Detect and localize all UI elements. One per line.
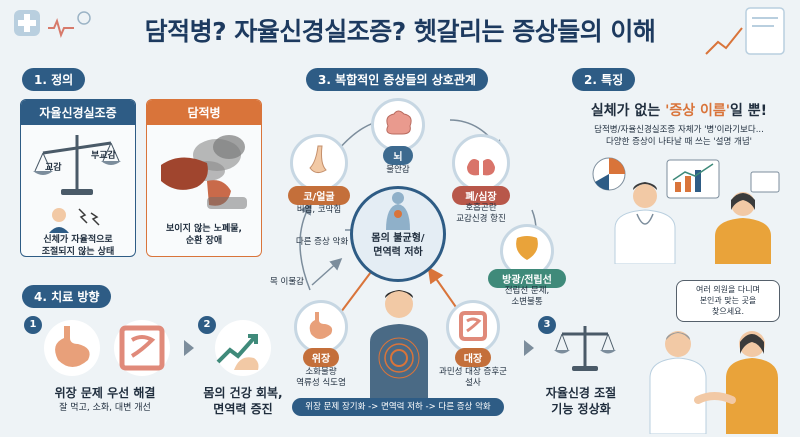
card-autonomic-desc-1: 신체가 자율적으로	[43, 235, 113, 245]
step1-title: 위장 문제 우선 해결	[54, 386, 156, 400]
nose-tag: 코/얼굴	[288, 186, 350, 205]
bubble-line-3: 찾으세요.	[712, 306, 744, 316]
stomach-desc-2: 역류성 식도염	[296, 378, 346, 388]
brain-tag: 뇌	[383, 146, 413, 165]
card-damjeok-desc-1: 보이지 않는 노폐물,	[166, 224, 242, 234]
step3-title-1: 자율신경 조절	[545, 386, 617, 400]
center-label-2: 면역력 저하	[373, 247, 423, 258]
brain-desc: 불안감	[386, 165, 410, 175]
advice-speech-bubble: 여러 의원을 다니며 본인과 맞는 곳을 찾으세요.	[676, 280, 780, 323]
stomach-tag: 위장	[303, 348, 339, 367]
card-autonomic-title: 자율신경실조증	[21, 100, 135, 125]
section-treatment-pill: 4. 치료 방향	[22, 285, 112, 308]
features-headline: 실체가 없는 '증상 이름'일 뿐!	[568, 100, 790, 120]
doctor-consultation-icon	[592, 157, 780, 264]
person-stress-icon	[49, 208, 100, 233]
step1-number: 1	[24, 316, 42, 334]
lung-desc-2: 교감신경 항진	[456, 214, 506, 224]
intestine-icon	[459, 311, 487, 341]
bladder-desc-2: 소변불통	[511, 297, 543, 307]
person-holding-stomach-icon	[370, 290, 428, 400]
nose-desc: 비염, 코막힘	[296, 205, 342, 215]
lung-tag: 폐/심장	[452, 186, 510, 205]
features-sub-1: 담적병/자율신경실조증 자체가 '병'이라기보다...	[594, 125, 764, 135]
step2-title-1: 몸의 건강 회복,	[203, 386, 283, 400]
definition-card-damjeok: 담적병 보이지 않는 노폐물, 순환 장애	[146, 99, 262, 257]
medical-cross-icon	[14, 10, 91, 38]
lung-desc-1: 호흡곤란	[465, 203, 497, 213]
stomach-desc-1: 소화불량	[305, 367, 337, 377]
toxic-organs-icon	[161, 135, 247, 209]
lungs-icon	[467, 149, 495, 176]
section-definition-pill: 1. 정의	[22, 68, 86, 91]
step3-number: 3	[538, 316, 556, 334]
bladder-desc-1: 전립선 문제,	[504, 286, 550, 296]
bubble-line-2: 본인과 맞는 곳을	[699, 295, 757, 305]
bladder-tag: 방광/전립선	[488, 269, 566, 288]
balanced-scale-icon	[554, 326, 616, 371]
section-features-pill: 2. 특징	[572, 68, 636, 91]
bladder-icon	[516, 236, 538, 260]
intestine-desc-1: 과민성 대장 증후군	[439, 367, 507, 377]
definition-card-autonomic: 자율신경실조증 교감 부교감 신체가 자율적으로 조절되지 않는 상태	[20, 99, 136, 257]
intestine-tag: 대장	[455, 348, 491, 367]
relation-bottom-bar: 위장 문제 장기화 -> 면역력 저하 -> 다른 증상 악화	[292, 398, 504, 416]
strength-growth-icon	[215, 320, 271, 376]
step1-desc: 잘 먹고, 소화, 대변 개선	[59, 403, 151, 413]
card-damjeok-desc-2: 순환 장애	[185, 236, 223, 247]
features-sub-2: 다양한 증상이 나타날 때 쓰는 '설명 개념'	[605, 137, 752, 147]
arrow-label-throat: 목 이물감	[270, 277, 304, 287]
intestine-desc-2: 설사	[465, 378, 481, 388]
chart-document-icon	[705, 7, 785, 55]
center-label-1: 몸의 불균형/	[371, 233, 425, 244]
card-autonomic-desc-2: 조절되지 않는 상태	[41, 247, 115, 257]
handshake-doctor-patient-icon	[649, 331, 778, 434]
step-arrow-1	[184, 340, 194, 356]
stomach-icon	[309, 312, 333, 339]
features-headline-post: 일 뿐!	[730, 103, 768, 119]
brain-icon	[386, 110, 412, 135]
step3-title-2: 기능 정상화	[551, 402, 611, 416]
step2-title-2: 면역력 증진	[213, 402, 273, 416]
lung-node	[452, 134, 510, 192]
features-headline-em: '증상 이름'	[665, 103, 731, 119]
card-damjeok-title: 담적병	[147, 100, 261, 125]
page-title: 담적병? 자율신경실조증? 헷갈리는 증상들의 이해	[144, 17, 656, 46]
body-outline-icon	[386, 192, 410, 230]
section-relation-pill: 3. 복합적인 증상들의 상호관계	[306, 68, 488, 91]
arrow-label-other-symptoms: 다른 증상 악화	[295, 237, 349, 247]
bubble-line-1: 여러 의원을 다니며	[696, 285, 760, 294]
nose-icon	[309, 145, 327, 174]
sympathetic-label: 교감	[45, 163, 62, 173]
stomach-intestine-icon	[44, 320, 170, 376]
step2-number: 2	[198, 316, 216, 334]
features-headline-pre: 실체가 없는	[590, 103, 666, 119]
parasympathetic-label: 부교감	[91, 151, 116, 161]
step-arrow-2	[524, 340, 534, 356]
balance-scale-icon	[33, 135, 121, 195]
